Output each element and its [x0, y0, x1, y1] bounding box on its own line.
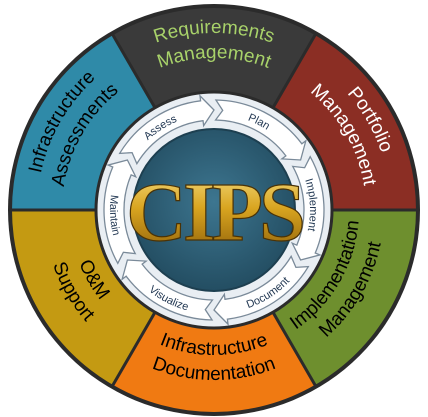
segment-om-support [12, 210, 155, 385]
segment-divider [271, 311, 318, 389]
segment-implementation [273, 210, 416, 385]
cycle-arrow-plan [214, 99, 307, 161]
segment-documentation [113, 312, 315, 412]
cycle-arrow-implement [290, 155, 325, 261]
segment-requirements [113, 7, 315, 108]
segment-divider [271, 31, 318, 109]
segment-divider [110, 311, 157, 389]
cips-logo: CIPS [126, 166, 303, 259]
segment-dividers [9, 31, 419, 389]
cycle-arrow-document [213, 254, 310, 326]
cycle-arrow-maintain [103, 159, 138, 265]
segment-divider [110, 31, 157, 109]
cycle-arrow-visualize [121, 259, 214, 321]
segment-portfolio [273, 35, 416, 211]
cycle-label-maintain: Maintain [107, 194, 122, 236]
cycle-arrows [103, 94, 325, 326]
segment-assessments [12, 35, 155, 211]
cycle-arrow-assess [118, 94, 215, 166]
outer-segments [12, 7, 416, 412]
center-disc [132, 128, 296, 292]
